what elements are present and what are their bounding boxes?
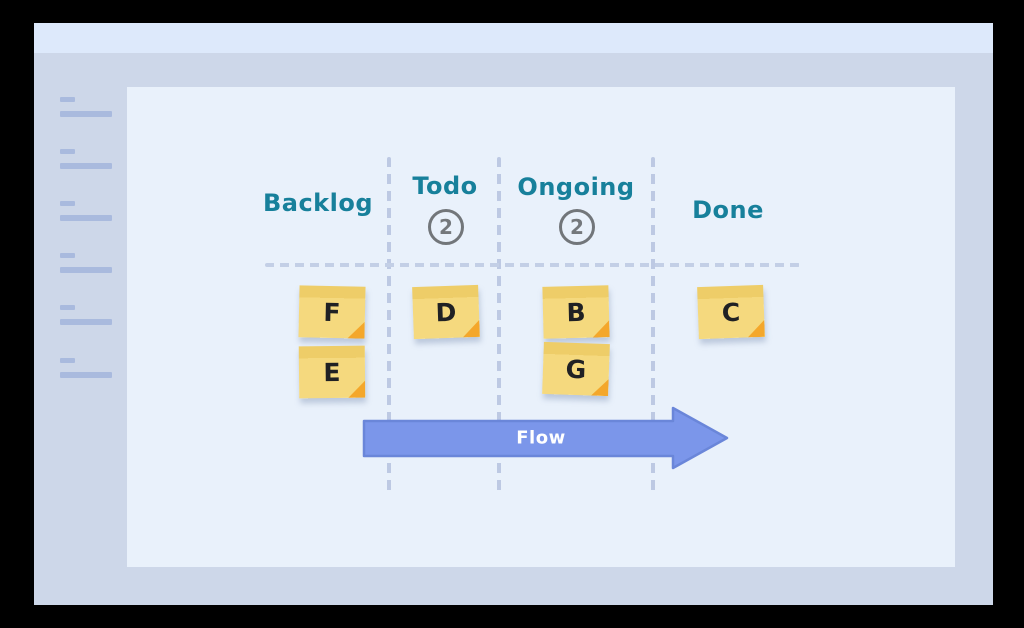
sticky-note-card[interactable]: G bbox=[542, 341, 610, 397]
sidebar-item-skeleton bbox=[60, 149, 120, 173]
sticky-note-card[interactable]: B bbox=[542, 285, 610, 339]
column-header-todo: Todo bbox=[412, 172, 478, 200]
flow-arrow bbox=[362, 406, 729, 470]
sidebar-bullet-bar bbox=[60, 201, 75, 206]
header-divider bbox=[265, 263, 800, 267]
column-header-done: Done bbox=[692, 196, 764, 224]
sidebar-bullet-bar bbox=[60, 149, 75, 154]
sidebar-item-skeleton bbox=[60, 201, 120, 225]
sidebar-item-skeleton bbox=[60, 97, 120, 121]
sidebar-bullet-bar bbox=[60, 253, 75, 258]
sidebar-item-skeleton bbox=[60, 305, 120, 329]
column-divider-todo-ongoing bbox=[497, 157, 501, 497]
wip-limit-badge-todo: 2 bbox=[428, 209, 464, 245]
wip-limit-badge-ongoing: 2 bbox=[559, 209, 595, 245]
column-divider-backlog-todo bbox=[387, 157, 391, 497]
app-window: Backlog Todo Ongoing Done 2 2 F E D B G … bbox=[34, 23, 993, 605]
column-header-ongoing: Ongoing bbox=[517, 173, 635, 201]
column-header-backlog: Backlog bbox=[262, 189, 374, 217]
sidebar-bullet-bar bbox=[60, 97, 75, 102]
sticky-note-card[interactable]: D bbox=[412, 284, 480, 340]
sidebar-label-bar bbox=[60, 372, 112, 378]
sidebar-bullet-bar bbox=[60, 305, 75, 310]
sidebar-label-bar bbox=[60, 215, 112, 221]
sidebar-item-skeleton bbox=[60, 358, 120, 382]
sidebar-label-bar bbox=[60, 319, 112, 325]
sidebar-label-bar bbox=[60, 163, 112, 169]
sidebar-item-skeleton bbox=[60, 253, 120, 277]
flow-arrow-label: Flow bbox=[516, 427, 566, 449]
column-divider-ongoing-done bbox=[651, 157, 655, 497]
sticky-note-card[interactable]: E bbox=[298, 345, 366, 399]
sidebar-bullet-bar bbox=[60, 358, 75, 363]
sticky-note-card[interactable]: F bbox=[298, 285, 366, 339]
kanban-board-panel: Backlog Todo Ongoing Done 2 2 F E D B G … bbox=[127, 87, 955, 567]
sticky-note-card[interactable]: C bbox=[697, 284, 765, 340]
sidebar-label-bar bbox=[60, 267, 112, 273]
sidebar-label-bar bbox=[60, 111, 112, 117]
window-topbar bbox=[34, 23, 993, 53]
